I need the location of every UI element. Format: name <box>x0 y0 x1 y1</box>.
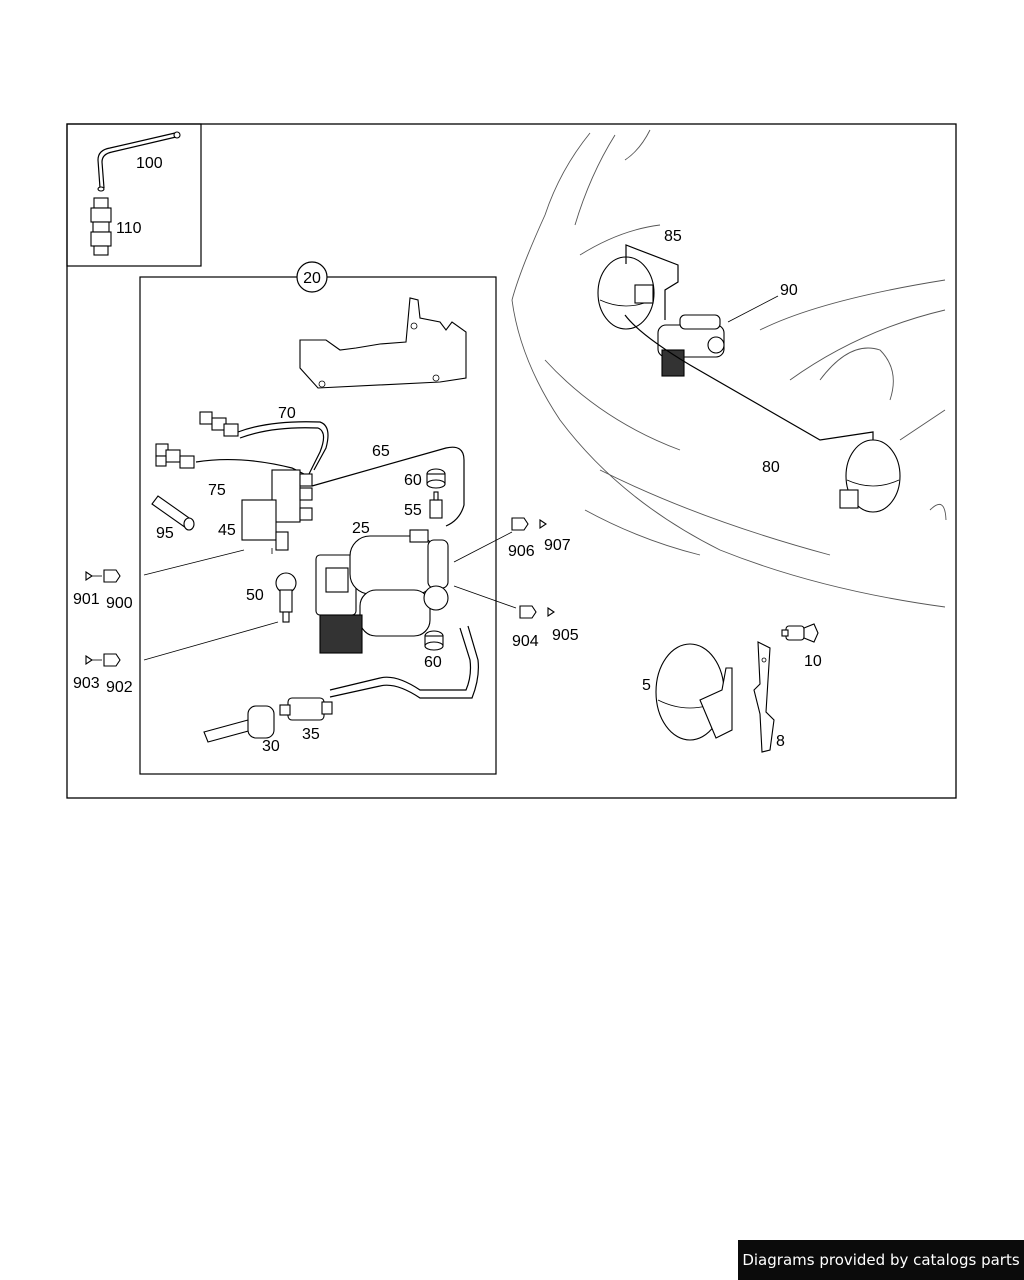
callout-903: 903 <box>73 675 100 692</box>
pressure-sensor-50 <box>275 572 297 623</box>
callout-75: 75 <box>208 482 226 499</box>
callout-65: 65 <box>372 443 390 460</box>
filter-30 <box>203 705 275 743</box>
callout-907: 907 <box>544 537 571 554</box>
diagram-frame <box>66 123 957 799</box>
buffer-60-bottom <box>424 630 444 651</box>
line-80 <box>624 314 874 441</box>
buffer-60-top <box>426 468 446 489</box>
inset-box <box>66 123 202 267</box>
callout-55: 55 <box>404 502 422 519</box>
callout-904: 904 <box>512 633 539 650</box>
callout-5: 5 <box>642 677 651 694</box>
callout-50: 50 <box>246 587 264 604</box>
reservoir-5 <box>655 643 733 741</box>
callout-35: 35 <box>302 726 320 743</box>
line-85 <box>625 244 679 320</box>
t-fitting-upper <box>199 411 239 437</box>
callout-902: 902 <box>106 679 133 696</box>
callout-100: 100 <box>136 155 163 172</box>
callout-95: 95 <box>156 525 174 542</box>
assembly-circle <box>296 261 328 293</box>
callout-90: 90 <box>780 282 798 299</box>
callout-906: 906 <box>508 543 535 560</box>
t-fitting-lower <box>155 443 195 469</box>
callout-905: 905 <box>552 627 579 644</box>
connector-900-901 <box>85 569 121 583</box>
line-70 <box>237 421 329 471</box>
intake-hose <box>329 627 472 691</box>
callout-901: 901 <box>73 591 100 608</box>
line-65 <box>311 446 465 527</box>
damper-55 <box>429 491 443 519</box>
valve-block <box>241 469 313 551</box>
compressor-mounted <box>657 314 725 377</box>
connector-904-905 <box>519 605 555 619</box>
connector-902-903 <box>85 653 121 667</box>
callout-25: 25 <box>352 520 370 537</box>
part-110-fitting <box>90 197 112 256</box>
vehicle-outline <box>511 129 947 608</box>
callout-8: 8 <box>776 733 785 750</box>
filter-35 <box>279 697 333 721</box>
footer-banner: Diagrams provided by catalogs parts <box>738 1240 1024 1280</box>
mounting-bracket <box>299 297 467 389</box>
callout-900: 900 <box>106 595 133 612</box>
bracket-8 <box>753 641 775 753</box>
callout-80: 80 <box>762 459 780 476</box>
callout-85: 85 <box>664 228 682 245</box>
callout-45: 45 <box>218 522 236 539</box>
callout-110: 110 <box>116 220 142 237</box>
callout-10: 10 <box>804 653 822 670</box>
callout-30: 30 <box>262 738 280 755</box>
part-100-line <box>97 131 181 192</box>
compressor-assembly <box>315 529 449 654</box>
reservoir-front <box>597 256 655 330</box>
assembly-label: 20 <box>303 270 321 287</box>
callout-60-top: 60 <box>404 472 422 489</box>
line-75 <box>195 458 305 475</box>
hose-95 <box>151 495 195 531</box>
callout-60-bottom: 60 <box>424 654 442 671</box>
callout-70: 70 <box>278 405 296 422</box>
connector-906-907 <box>511 517 547 531</box>
reservoir-rear <box>839 439 901 513</box>
bolt-10 <box>781 623 819 643</box>
